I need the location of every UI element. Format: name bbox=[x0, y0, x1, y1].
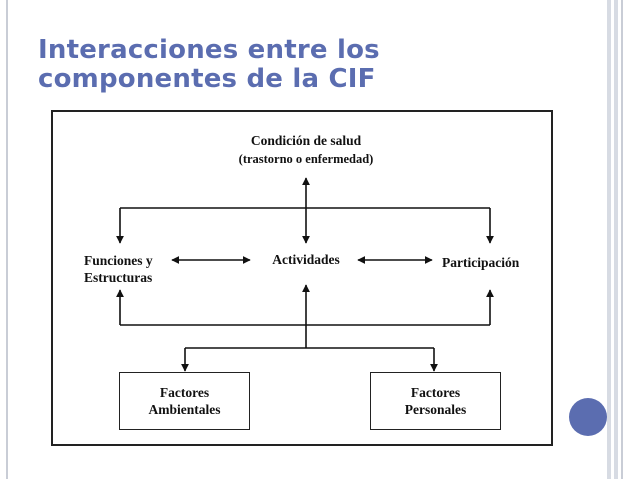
personal-label-line2: Personales bbox=[404, 402, 467, 417]
slide-title: Interacciones entre los componentes de l… bbox=[38, 35, 380, 94]
diagram-frame bbox=[51, 110, 553, 446]
personal-factors-box: Factores Personales bbox=[370, 372, 501, 430]
left-border-line bbox=[6, 0, 8, 479]
right-decor-bar bbox=[607, 0, 611, 479]
activities-label: Actividades bbox=[272, 252, 340, 267]
environmental-label-line2: Ambientales bbox=[148, 402, 221, 417]
functions-label-line1: Funciones y bbox=[84, 253, 153, 268]
environmental-label-line1: Factores bbox=[159, 385, 210, 400]
participation-label: Participación bbox=[442, 255, 520, 270]
right-decor-bar bbox=[614, 0, 618, 479]
health-condition-sublabel: (trastorno o enfermedad) bbox=[238, 152, 374, 166]
right-decor-bar bbox=[621, 0, 623, 479]
personal-label-line1: Factores bbox=[410, 385, 461, 400]
functions-label-line2: Estructuras bbox=[84, 270, 153, 285]
environmental-factors-box: Factores Ambientales bbox=[119, 372, 250, 430]
health-condition-label: Condición de salud bbox=[250, 133, 362, 148]
decor-circle bbox=[569, 398, 607, 436]
